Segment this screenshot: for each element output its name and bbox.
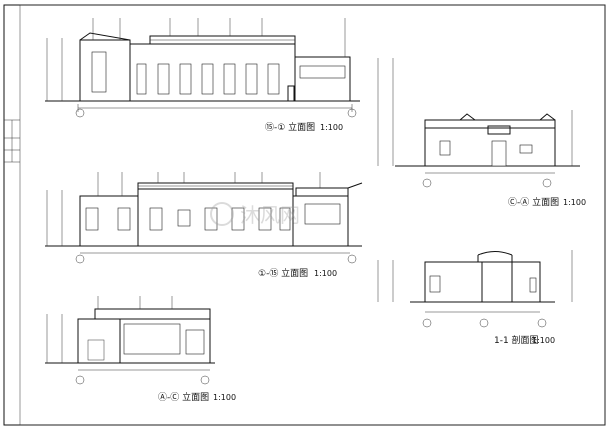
elevation-bottom-left	[45, 296, 215, 371]
section-title: 1-1 剖面图	[494, 334, 539, 346]
elev-mid-title: ①-⑮ 立面图	[258, 267, 308, 279]
elev-cola-title: Ⓒ-Ⓐ 立面图	[508, 196, 559, 208]
elev-cola-scale: 1:100	[563, 198, 586, 207]
axis-marker-right	[542, 178, 552, 188]
title-block-strip	[4, 119, 20, 163]
elevation-right-top	[377, 58, 580, 174]
axis-marker-c	[537, 318, 547, 328]
section-1-1	[377, 250, 573, 313]
axis-marker-a	[422, 318, 432, 328]
watermark-logo: 沐风网	[210, 202, 300, 227]
elev-top-scale: 1:100	[320, 123, 343, 132]
elev-colc-title: Ⓐ-Ⓒ 立面图	[158, 391, 209, 403]
svg-text:沐风网: 沐风网	[240, 203, 300, 227]
axis-marker-right	[200, 375, 210, 385]
axis-marker-right	[347, 254, 357, 264]
axis-marker-right	[347, 108, 357, 118]
elev-top-title: ⑮-① 立面图	[265, 121, 315, 133]
axis-marker-b	[479, 318, 489, 328]
axis-marker-left	[75, 375, 85, 385]
elevation-top	[45, 18, 360, 112]
elev-mid-scale: 1:100	[314, 269, 337, 278]
section-scale: 1:100	[532, 336, 555, 345]
axis-marker-left	[75, 254, 85, 264]
axis-marker-left	[422, 178, 432, 188]
elevation-middle	[45, 172, 363, 254]
axis-marker-left	[75, 108, 85, 118]
elev-colc-scale: 1:100	[213, 393, 236, 402]
drawing-frame	[19, 4, 606, 426]
